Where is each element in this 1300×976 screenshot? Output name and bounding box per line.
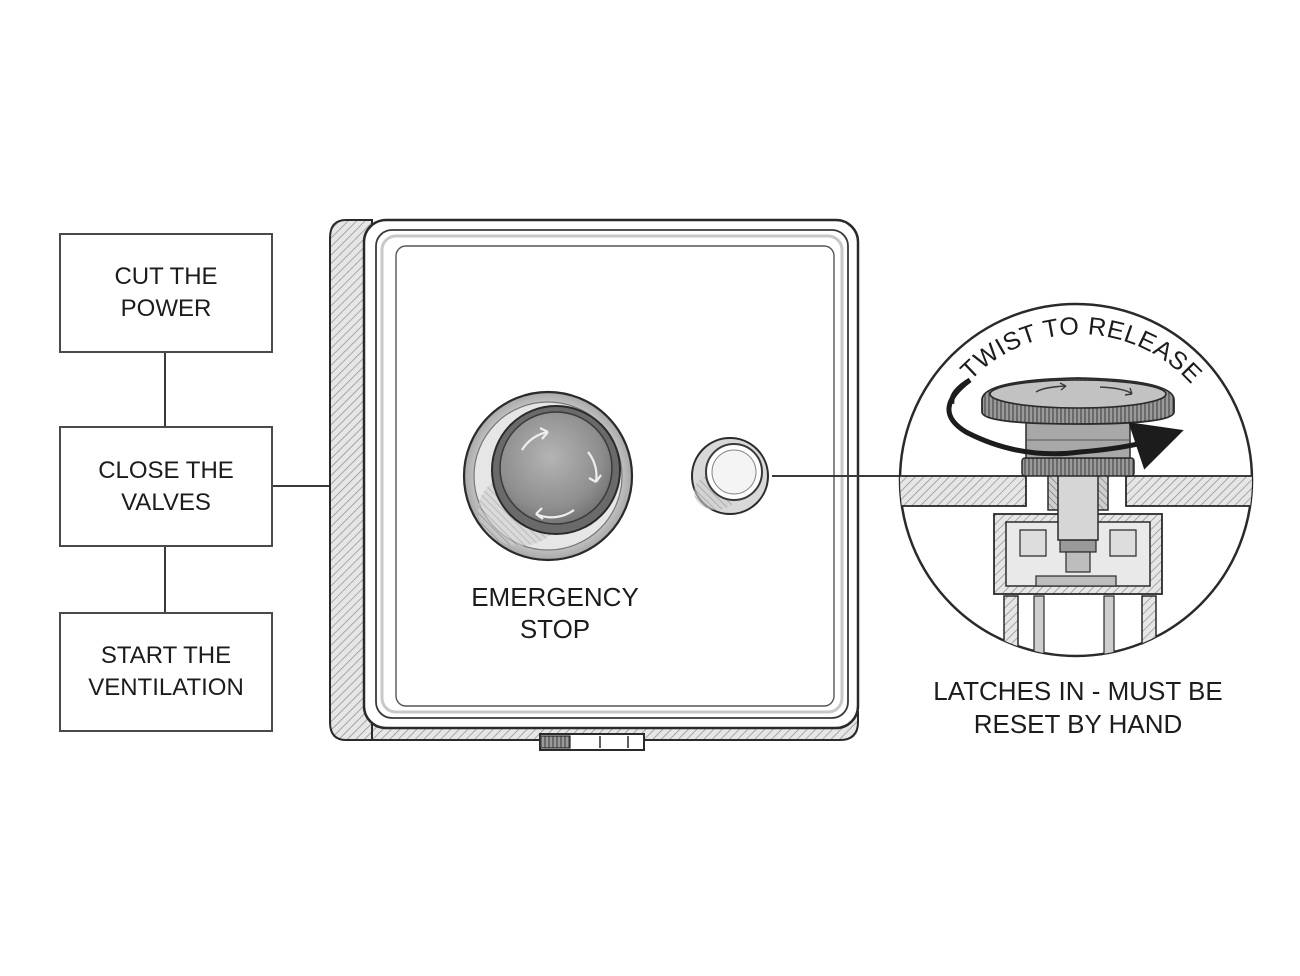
indicator-lamp [691,437,769,515]
step-box-1: CUT THE POWER [59,233,273,353]
step-box-2: CLOSE THE VALVES [59,426,273,547]
step-1-line-2: POWER [121,295,212,322]
steps-flow: CUT THE POWER CLOSE THE VALVES START THE… [59,233,330,732]
rotation-arrows-icon [521,427,602,520]
cable-gland [539,733,645,751]
step-3-line-1: START THE [101,642,231,669]
emergency-stop-button[interactable] [462,390,634,562]
step-1-line-1: CUT THE [114,263,217,290]
step-2-line-2: VALVES [121,489,211,516]
step-box-3: START THE VENTILATION [59,612,273,732]
detail-caption-line-1: LATCHES IN - MUST BE [933,676,1222,706]
twist-arrow-icon [946,377,1184,470]
step-3-line-2: VENTILATION [88,674,244,701]
button-label-line-1: EMERGENCY [471,582,639,612]
release-detail: TWIST TO RELEASE [898,302,1254,658]
step-2-line-1: CLOSE THE [98,457,234,484]
control-panel: EMERGENCY STOP [329,218,860,751]
button-label-line-2: STOP [520,614,590,644]
detail-caption-line-2: RESET BY HAND [974,709,1183,739]
